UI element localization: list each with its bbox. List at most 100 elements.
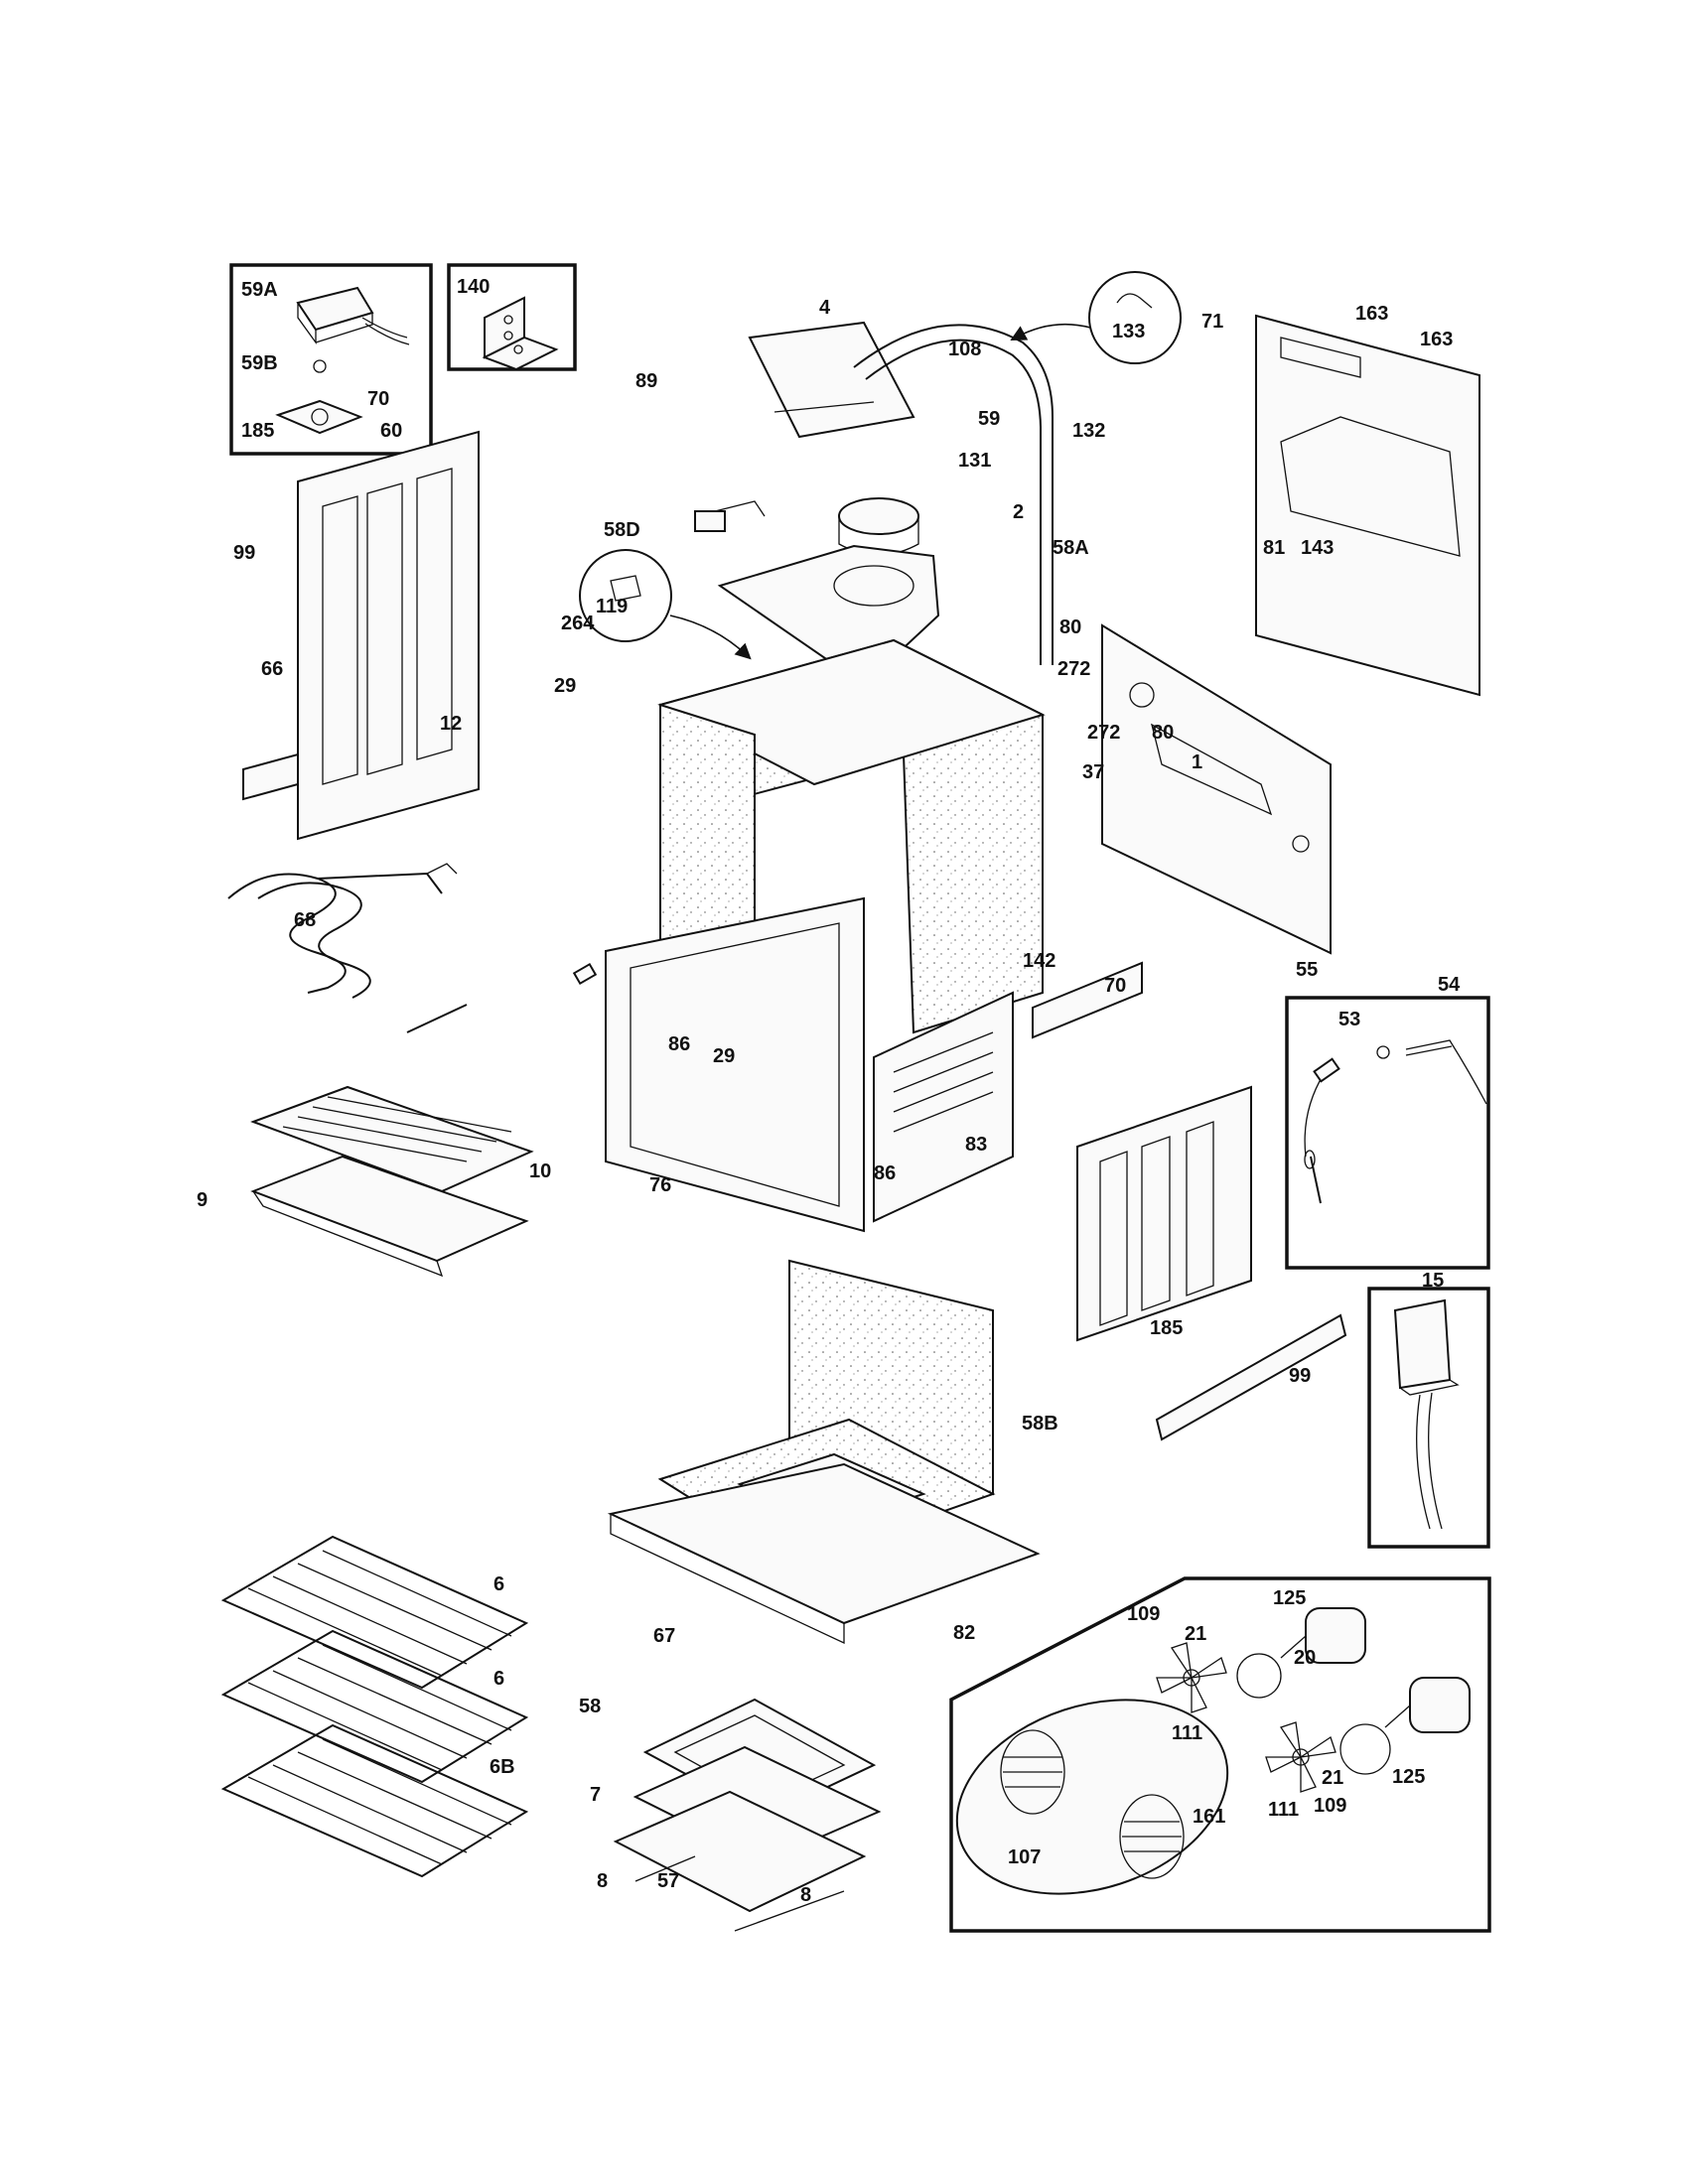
part-label-71: 71: [1201, 311, 1223, 333]
part-label-68: 68: [294, 909, 316, 931]
part-6b-rack-bottom: [220, 1723, 529, 1878]
part-label-55: 55: [1296, 959, 1318, 981]
callout-133: [1010, 271, 1182, 364]
part-label-21: 21: [1185, 1623, 1206, 1645]
part-label-125: 125: [1392, 1766, 1425, 1788]
part-label-21: 21: [1322, 1767, 1343, 1789]
part-99-left-rail: [242, 752, 299, 801]
part-label-37: 37: [1082, 761, 1104, 783]
part-label-4: 4: [819, 297, 831, 319]
motor-lower: [1384, 1677, 1471, 1733]
part-label-67: 67: [653, 1625, 675, 1647]
part-label-99: 99: [233, 542, 255, 564]
part-label-66: 66: [261, 658, 283, 680]
part-label-185: 185: [241, 420, 274, 442]
motor-upper: [1280, 1607, 1366, 1664]
part-89-switch: [694, 500, 766, 532]
part-label-70: 70: [367, 388, 389, 410]
part-label-272: 272: [1057, 658, 1090, 680]
part-label-57: 57: [657, 1870, 679, 1892]
part-label-108: 108: [948, 339, 981, 360]
part-8-trim: [634, 1855, 845, 1932]
fan-blade-upper: [1156, 1642, 1227, 1713]
inset-box-140: [447, 263, 577, 371]
part-label-133: 133: [1112, 321, 1145, 342]
part-label-125: 125: [1273, 1587, 1306, 1609]
part-label-76: 76: [649, 1174, 671, 1196]
part-label-109: 109: [1127, 1603, 1160, 1625]
part-label-58a: 58A: [1053, 537, 1089, 559]
part-label-7: 7: [590, 1784, 601, 1806]
part-label-140: 140: [457, 276, 490, 298]
part-57-bottom-pan: [613, 1790, 867, 1913]
part-label-6: 6: [493, 1573, 504, 1595]
part-9-broiler-pan: [250, 1155, 529, 1278]
callout-119: [579, 549, 752, 660]
part-10-broiler-grid: [250, 1085, 534, 1193]
part-1-side-bracket: [1101, 623, 1332, 955]
part-label-86: 86: [874, 1162, 896, 1184]
part-label-59b: 59B: [241, 352, 278, 374]
part-label-9: 9: [197, 1189, 208, 1211]
part-label-8: 8: [597, 1870, 608, 1892]
part-label-80: 80: [1059, 616, 1081, 638]
part-label-132: 132: [1072, 420, 1105, 442]
part-label-80: 80: [1152, 722, 1174, 744]
inset-box-53: [1285, 996, 1490, 1270]
part-label-111: 111: [1268, 1799, 1299, 1821]
part-label-6b: 6B: [490, 1756, 515, 1778]
part-99-right-rail: [1155, 1313, 1347, 1441]
part-label-10: 10: [529, 1160, 551, 1182]
part-66-broil-element: [227, 863, 458, 999]
part-6-rack-top: [220, 1535, 529, 1690]
part-label-58d: 58D: [604, 519, 640, 541]
part-label-99: 99: [1289, 1365, 1311, 1387]
part-label-54: 54: [1438, 974, 1461, 996]
part-label-15: 15: [1422, 1270, 1444, 1292]
part-label-272: 272: [1087, 722, 1120, 744]
part-label-111: 111: [1172, 1722, 1202, 1744]
part-label-82: 82: [953, 1622, 975, 1644]
part-70-left-panel: [297, 430, 480, 841]
part-37-sensor: [406, 1004, 468, 1033]
part-label-185: 185: [1150, 1317, 1183, 1339]
part-label-58: 58: [579, 1696, 601, 1717]
part-12-lamp: [572, 962, 598, 986]
part-6-rack-middle: [220, 1629, 529, 1784]
part-70-right-panel: [1076, 1085, 1252, 1342]
part-label-1: 1: [1192, 751, 1202, 773]
part-label-8: 8: [800, 1884, 811, 1906]
part-label-60: 60: [380, 420, 402, 442]
part-label-12: 12: [440, 713, 462, 735]
part-label-86: 86: [668, 1033, 690, 1055]
part-label-2: 2: [1013, 501, 1024, 523]
part-label-109: 109: [1314, 1795, 1346, 1817]
part-label-143: 143: [1301, 537, 1334, 559]
inset-box-fan-assembly: [949, 1576, 1491, 1933]
part-label-81: 81: [1263, 537, 1285, 559]
part-label-161: 161: [1193, 1806, 1225, 1828]
inset-box-15: [1367, 1287, 1490, 1549]
part-label-163: 163: [1355, 303, 1388, 325]
part-142-strip: [1032, 961, 1143, 1039]
part-label-29: 29: [554, 675, 576, 697]
part-label-142: 142: [1023, 950, 1055, 972]
part-132-tube: [853, 324, 1054, 665]
part-label-163: 163: [1420, 329, 1453, 350]
part-label-59: 59: [978, 408, 1000, 430]
fan-blade-lower: [1265, 1721, 1336, 1793]
part-83-side-channel: [873, 991, 1014, 1223]
part-label-29: 29: [713, 1045, 735, 1067]
part-82-oven-bottom: [607, 1462, 1041, 1645]
part-labels: 59A59B6014041331631637110889591321191312…: [197, 276, 1461, 1906]
part-label-58b: 58B: [1022, 1413, 1058, 1434]
part-label-20: 20: [1294, 1647, 1316, 1669]
inset-box-59a: [229, 263, 433, 456]
part-76-door-frame: [605, 896, 865, 1233]
part-label-70: 70: [1104, 975, 1126, 997]
part-label-6: 6: [493, 1668, 504, 1690]
part-4-top-bracket: [748, 321, 915, 439]
part-label-107: 107: [1008, 1846, 1041, 1868]
part-label-264: 264: [561, 613, 595, 634]
